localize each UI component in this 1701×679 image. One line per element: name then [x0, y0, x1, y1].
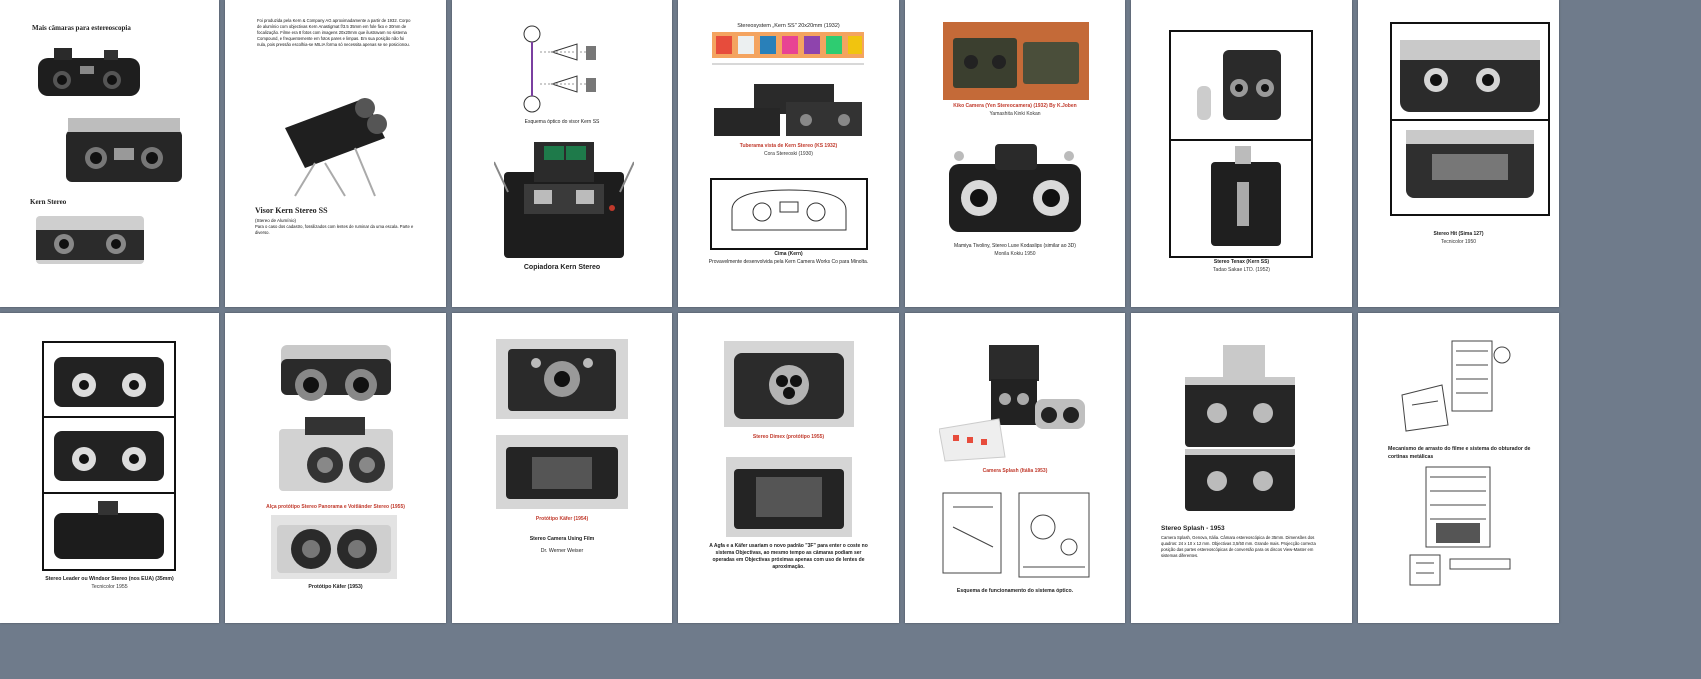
document-page-14: Mecanismo de arrasto do filme e sistema … [1358, 313, 1559, 623]
patent-drawing [1396, 463, 1520, 593]
document-page-11: Stereo Dimex (protótipo 1955) A Agfa e a… [678, 313, 899, 623]
photo-caption: Camera Splash (Itália 1953) [982, 468, 1048, 474]
camera-photo [275, 415, 397, 497]
photo-caption: Mamiya Tivoliny, Stereo Luxe Kodaslips (… [954, 243, 1076, 257]
photo-caption: Kiko Camera (Yen Stereocamera) (1932) By… [953, 103, 1077, 117]
body-text: Foi produzida pela Kern & Company AG apr… [257, 18, 411, 47]
document-page-2: Foi produzida pela Kern & Company AG apr… [225, 0, 446, 307]
document-page-6: Stereo Tenax (Kern SS)Tadao Sakae LTD. (… [1131, 0, 1352, 307]
photo-caption: Mecanismo de arrasto do filme e sistema … [1388, 446, 1531, 460]
photo-caption: Provavelmente desenvolvida pela Kern Cam… [708, 259, 869, 265]
page-title: Mais câmaras para estereoscopia [32, 24, 131, 32]
camera-photo [34, 212, 146, 268]
document-page-13: Stereo Splash - 1953 Camera Splash, Geno… [1131, 313, 1352, 623]
patent-drawing [1392, 335, 1522, 435]
document-page-4: Stereosystem „Kern SS" 20x20mm (1932) Tu… [678, 0, 899, 307]
camera-photo [724, 341, 854, 427]
section-title: Stereo Splash - 1953 [1161, 525, 1225, 532]
photo-caption: Dr. Werner Weiser [540, 548, 584, 554]
document-page-10: Protótipo Käfer (1954) Stereo Camera Usi… [452, 313, 672, 623]
diagram-title: Stereosystem „Kern SS" 20x20mm (1932) [737, 23, 840, 29]
camera-photo [1177, 341, 1303, 519]
photo-caption: Esquema óptico do visor Kern SS [524, 119, 600, 125]
document-page-1: Mais câmaras para estereoscopia Kern Ste… [0, 0, 219, 307]
camera-photo-frame [1169, 30, 1313, 258]
camera-photo [496, 435, 628, 509]
photo-caption: Copiadora Kern Stereo [523, 264, 601, 271]
photo-caption: Alça protótipo Stereo Panorama e Voitlän… [266, 504, 405, 510]
camera-photo [496, 339, 628, 419]
document-page-9: Alça protótipo Stereo Panorama e Voitlän… [225, 313, 446, 623]
note-text: Para o caso dos cadastro, fossilizados c… [255, 224, 414, 235]
camera-photo-frame [1390, 22, 1550, 216]
camera-photo [939, 339, 1093, 463]
photo-caption: Tuberama vista de Kern Stereo (KS 1932)C… [739, 143, 838, 157]
photo-caption: Stereo Camera Using Film [529, 536, 595, 542]
film-strip-diagram [712, 30, 864, 70]
photo-caption: Esquema de funcionamento do sistema ópti… [956, 588, 1074, 594]
document-page-12: Camera Splash (Itália 1953) Esquema de f… [905, 313, 1125, 623]
viewer-photo [265, 78, 405, 198]
photo-caption: Protótipo Käfer (1954) [535, 516, 589, 522]
photo-caption: Stereo Tenax (Kern SS)Tadao Sakae LTD. (… [1213, 259, 1270, 273]
photo-caption: Stereo Hit (Sima 127)Tecnicolor 1950 [1433, 231, 1484, 245]
photo-caption: Stereo Leader ou Windsor Stereo (nos EUA… [45, 576, 174, 590]
body-text: Camera Splash, Genova, Itália. Câmara es… [1161, 535, 1316, 558]
camera-photo [939, 134, 1091, 236]
camera-photo-frame [42, 341, 176, 571]
photo-caption: Protótipo Käfer (1953) [308, 584, 363, 590]
mechanism-diagram [939, 487, 1093, 581]
photo-caption: A Agfa e a Käfer usariam o novo padrão "… [709, 543, 868, 570]
section-subtitle: (Stereo de Alumínio) [255, 218, 297, 223]
optical-diagram [522, 22, 612, 116]
camera-photo [277, 339, 395, 409]
document-page-7: Stereo Hit (Sima 127)Tecnicolor 1950 [1358, 0, 1559, 307]
camera-photo [62, 114, 186, 186]
camera-photo [34, 44, 144, 102]
section-title: Visor Kern Stereo SS [255, 206, 328, 215]
camera-drawing [710, 178, 868, 250]
document-page-5: Kiko Camera (Yen Stereocamera) (1932) By… [905, 0, 1125, 307]
camera-photo [271, 515, 397, 579]
document-page-3: Esquema óptico do visor Kern SS Copiador… [452, 0, 672, 307]
copier-photo [494, 132, 634, 260]
photo-caption: Stereo Dimex (protótipo 1955) [752, 434, 825, 440]
document-page-8: Stereo Leader ou Windsor Stereo (nos EUA… [0, 313, 219, 623]
photo-caption: Kern Stereo [30, 198, 67, 206]
camera-photo [714, 78, 864, 140]
camera-photo [943, 22, 1089, 100]
photo-caption: Cima (Kern) [774, 251, 803, 257]
camera-photo [726, 457, 852, 537]
